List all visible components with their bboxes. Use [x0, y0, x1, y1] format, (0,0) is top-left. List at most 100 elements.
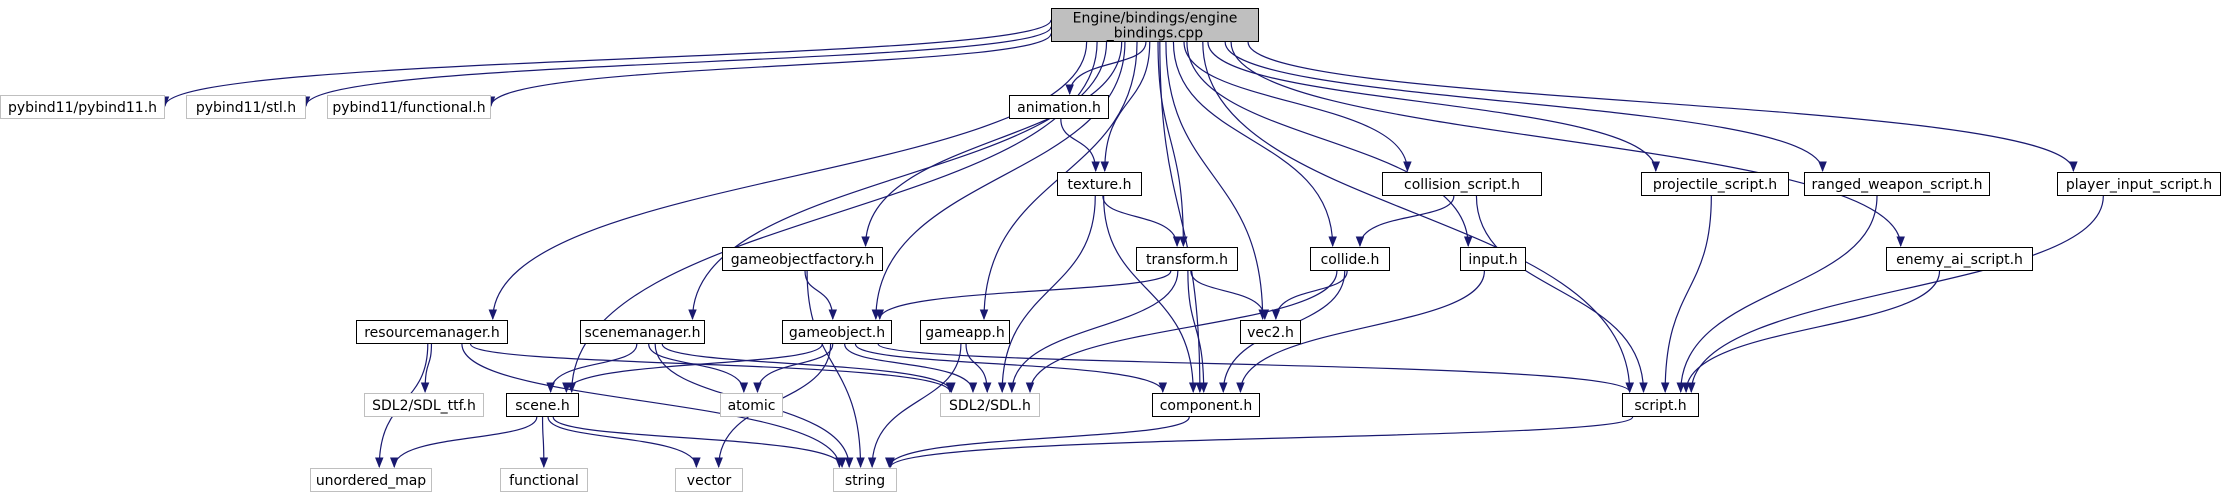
node-label-vec2: vec2.h	[1247, 325, 1294, 341]
edge-root-to-transform	[1157, 41, 1188, 248]
node-scene[interactable]: scene.h	[506, 393, 579, 417]
node-gameobject[interactable]: gameobject.h	[782, 320, 892, 344]
node-label-scene: scene.h	[515, 398, 569, 414]
node-collide[interactable]: collide.h	[1310, 247, 1390, 271]
edge-root-to-functional_h	[486, 33, 1052, 108]
edge-root-to-component	[1159, 41, 1205, 394]
node-input[interactable]: input.h	[1460, 247, 1526, 271]
node-label-sdl_ttf: SDL2/SDL_ttf.h	[372, 398, 476, 414]
node-label-gameobjectfactory: gameobjectfactory.h	[731, 252, 875, 268]
node-scenemanager[interactable]: scenemanager.h	[580, 320, 705, 344]
edge-transform-to-vec2	[1190, 270, 1270, 321]
edge-root-to-collision_script	[1183, 41, 1412, 173]
edge-scene-to-unordered_map	[389, 416, 538, 469]
node-box-gameobjectfactory	[722, 247, 883, 271]
node-texture[interactable]: texture.h	[1057, 172, 1142, 196]
node-box-scene	[506, 393, 579, 417]
edge-collision_script-to-collide	[1355, 195, 1455, 248]
node-box-animation	[1009, 95, 1109, 119]
node-resourcemanager[interactable]: resourcemanager.h	[356, 320, 508, 344]
node-box-sdl_ttf	[364, 393, 484, 417]
node-vec2[interactable]: vec2.h	[1240, 320, 1301, 344]
edge-animation-to-texture	[1060, 118, 1100, 173]
nodes-layer: Engine/bindings/engine_bindings.cpppybin…	[0, 8, 2221, 492]
node-transform[interactable]: transform.h	[1136, 247, 1238, 271]
edge-root-to-collide	[1172, 41, 1337, 248]
edge-component-to-string	[885, 416, 1190, 469]
node-label-gameobject: gameobject.h	[789, 325, 885, 341]
node-box-root	[1051, 8, 1259, 42]
node-animation[interactable]: animation.h	[1009, 95, 1109, 119]
node-label-ranged_weapon_script: ranged_weapon_script.h	[1812, 177, 1983, 193]
node-functional: functional	[500, 468, 588, 492]
node-box-unordered_map	[310, 468, 432, 492]
node-label-stl: pybind11/stl.h	[196, 100, 296, 116]
node-box-vec2	[1240, 320, 1301, 344]
edge-script-to-string	[886, 416, 1634, 469]
node-box-component	[1152, 393, 1260, 417]
edge-gameapp-to-sdl	[965, 343, 992, 394]
edge-root-to-scenemanager	[688, 41, 1108, 321]
node-box-vector	[675, 468, 743, 492]
node-gameapp[interactable]: gameapp.h	[920, 320, 1010, 344]
node-enemy_ai_script[interactable]: enemy_ai_script.h	[1886, 247, 2033, 271]
node-box-collision_script	[1382, 172, 1542, 196]
node-player_input_script[interactable]: player_input_script.h	[2057, 172, 2221, 196]
edge-root-to-resourcemanager	[488, 41, 1088, 321]
edge-scene-to-vector	[547, 416, 701, 469]
node-box-gameapp	[920, 320, 1010, 344]
node-box-ranged_weapon_script	[1804, 172, 1990, 196]
node-box-string	[833, 468, 897, 492]
node-box-functional_h	[327, 95, 491, 119]
edge-gameobjectfactory-to-string	[806, 270, 865, 469]
node-box-texture	[1057, 172, 1142, 196]
edge-root-to-stl	[301, 26, 1052, 108]
node-unordered_map: unordered_map	[310, 468, 432, 492]
node-projectile_script[interactable]: projectile_script.h	[1641, 172, 1789, 196]
node-root[interactable]: Engine/bindings/engine_bindings.cpp	[1051, 8, 1259, 42]
node-box-functional	[500, 468, 588, 492]
edge-root-to-vec2	[1165, 41, 1267, 321]
node-box-transform	[1136, 247, 1238, 271]
edge-scenemanager-to-scene	[546, 343, 638, 394]
edge-root-to-script	[1202, 41, 1634, 394]
node-script[interactable]: script.h	[1622, 393, 1699, 417]
node-box-script	[1622, 393, 1699, 417]
edge-player_input_script-to-script	[1687, 195, 2104, 394]
edge-root-to-gameobjectfactory	[861, 41, 1123, 248]
node-label-player_input_script: player_input_script.h	[2066, 177, 2212, 193]
edge-texture-to-component	[1103, 195, 1198, 394]
node-box-collide	[1310, 247, 1390, 271]
node-label-sdl: SDL2/SDL.h	[949, 398, 1031, 414]
edge-root-to-gameobject	[871, 41, 1126, 321]
edge-collision_script-to-script	[1475, 195, 1648, 394]
edge-gameobject-to-sdl	[844, 343, 978, 394]
node-label-gameapp: gameapp.h	[925, 325, 1004, 341]
node-gameobjectfactory[interactable]: gameobjectfactory.h	[722, 247, 883, 271]
node-label-transform: transform.h	[1146, 252, 1228, 268]
node-vector: vector	[675, 468, 743, 492]
node-ranged_weapon_script[interactable]: ranged_weapon_script.h	[1804, 172, 1990, 196]
node-collision_script[interactable]: collision_script.h	[1382, 172, 1542, 196]
edge-texture-to-sdl	[997, 195, 1096, 394]
node-label-vector: vector	[687, 473, 732, 489]
edge-input-to-component	[1236, 270, 1485, 394]
edge-enemy_ai_script-to-script	[1681, 270, 1941, 394]
edge-gameobject-to-scene	[562, 343, 823, 394]
node-label-animation: animation.h	[1017, 100, 1101, 116]
edge-root-to-enemy_ai_script	[1230, 41, 1905, 248]
edge-root-to-animation	[1065, 41, 1147, 96]
node-label-collide: collide.h	[1321, 252, 1380, 268]
node-component[interactable]: component.h	[1152, 393, 1260, 417]
edge-texture-to-transform	[1102, 195, 1182, 248]
node-box-gameobject	[782, 320, 892, 344]
node-stl: pybind11/stl.h	[186, 95, 306, 119]
edge-root-to-pybind11	[160, 19, 1052, 108]
node-label-pybind11: pybind11/pybind11.h	[8, 100, 157, 116]
edge-root-to-projectile_script	[1207, 41, 1661, 173]
node-functional_h: pybind11/functional.h	[327, 95, 491, 119]
edge-scenemanager-to-atomic	[648, 343, 749, 394]
edge-gameobject-to-component	[854, 343, 1168, 394]
node-label-root: _bindings.cpp	[1106, 26, 1204, 42]
